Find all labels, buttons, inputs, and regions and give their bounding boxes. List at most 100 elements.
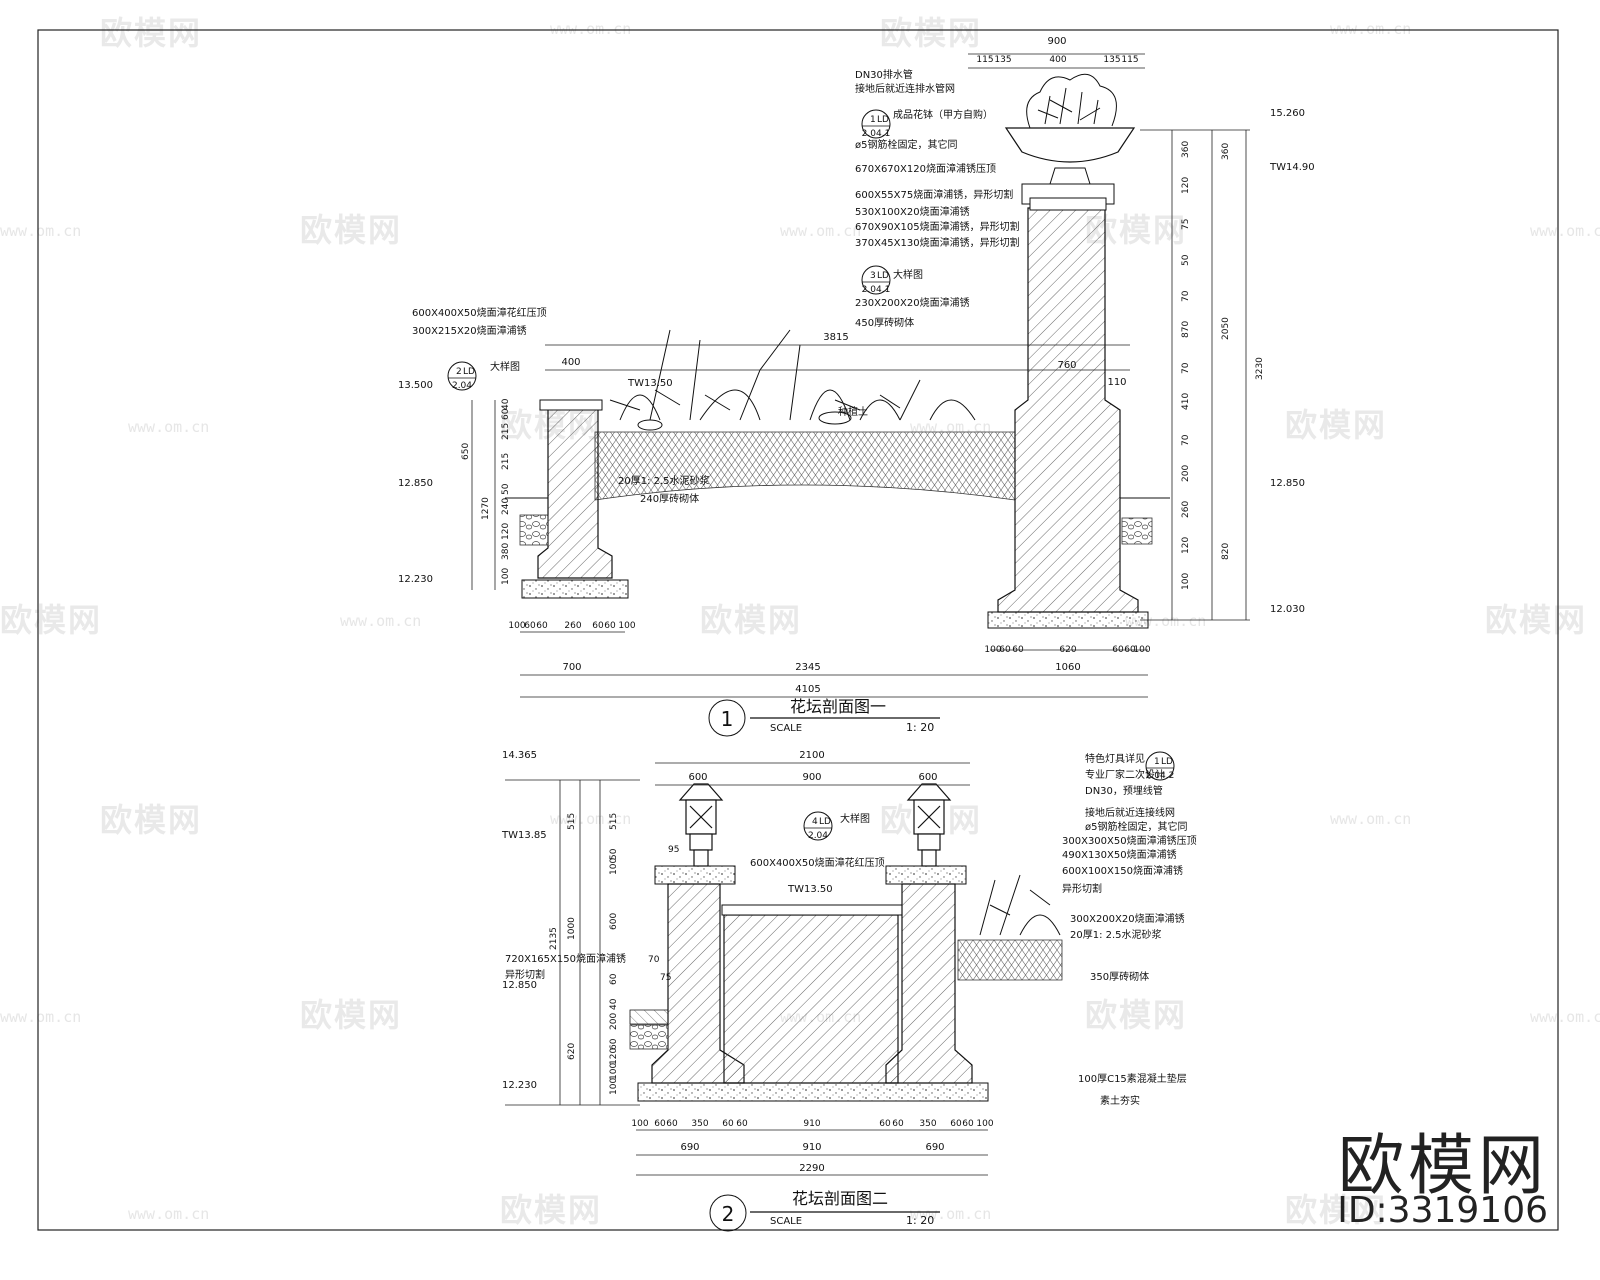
section2-dim-left: 60 [609,1038,619,1050]
section2-dim-small: 75 [660,973,671,983]
section1-callout-1-ld: LD [877,115,889,125]
section2-dim-bottom-b: 690 [925,1142,944,1153]
right-gravel [1121,517,1153,545]
section2-dim-top: 600 [918,772,937,783]
watermark-logo: 欧模网 [0,601,103,639]
section2-dim-left-total: 620 [567,1043,577,1060]
section1-label: 大样图 [490,360,520,373]
section2-dim-bottom: 60 [879,1119,891,1129]
section1-elevation: 15.260 [1270,108,1305,119]
section2-label: 素土夯实 [1100,1094,1140,1107]
section1-dim-right: 120 [1181,537,1191,554]
section1-dim-top: 115 [1121,55,1138,65]
watermark-url: www.om.cn [128,1205,210,1223]
section1-elevation: 12.850 [1270,478,1305,489]
section2-label: 大样图 [840,812,870,825]
section1-dim-right: 870 [1181,321,1191,338]
section1-dim-left: 50 [501,483,511,495]
section1-dim-bottom: 60 [592,621,604,631]
section1-dimension-lines [471,53,1250,698]
watermark-url: www.om.cn [550,20,632,38]
section1-dim-bottom: 60 [604,621,616,631]
section2-label: DN30，预埋线管 [1085,784,1163,797]
section1-dim-bottom-b: 2345 [795,662,820,673]
section1-label: 530X100X20烧面漳浦锈 [855,205,970,218]
section1-dim-right-total: 3230 [1255,357,1265,380]
section1-callout-3 [861,265,891,295]
watermark-url: www.om.cn [550,810,632,828]
section1-dim-left-total: 1270 [481,497,491,520]
section1-dim-mid: 3815 [823,332,848,343]
section1-label: 670X90X105烧面漳浦锈，异形切割 [855,220,1020,233]
section2-dim-bottom: 910 [803,1119,820,1129]
watermark-url: www.om.cn [1530,1008,1600,1026]
section2-dim-bottom: 60 [736,1119,748,1129]
section2-dim-top: 600 [688,772,707,783]
section1-dim-bottom: 60 [536,621,548,631]
section1-dim-bottom: 100 [1133,645,1150,655]
section2-dim-bottom: 100 [976,1119,993,1129]
section2-dim-bottom: 60 [722,1119,734,1129]
lamp-left [678,783,724,867]
section2-label: 300X300X50烧面漳浦锈压顶 [1062,834,1197,847]
section1-elevation: 12.230 [398,574,433,585]
watermark-url: www.om.cn [1330,20,1412,38]
section1-dim-bottom: 100 [618,621,635,631]
section2-title: 花坛剖面图二 [792,1189,888,1208]
section1-dim-top: 900 [1047,36,1066,47]
section1-label: 大样图 [893,268,923,281]
left-wall-cap [539,399,603,411]
section1-dim-right: 70 [1181,434,1191,446]
section2-dim-bottom: 60 [654,1119,666,1129]
section1-dim-right-total: 360 [1221,143,1231,160]
section2-dim-top: 2100 [799,750,824,761]
s2-center-wall [723,914,899,1084]
watermark-logo: 欧模网 [500,1191,603,1229]
section2-label: 490X130X50烧面漳浦锈 [1062,848,1177,861]
section1-dim-bottom: 100 [984,645,1001,655]
section1-dim-bottom-b: 1060 [1055,662,1080,673]
section2-elevation: 14.365 [502,750,537,761]
section1-dim-mid: 760 [1057,360,1076,371]
section2-dim-left: 515 [609,813,619,830]
section2-label: 720X165X150烧面漳浦锈 [505,952,626,965]
watermark-url: www.om.cn [340,612,422,630]
watermark-logo: 欧模网 [100,801,203,839]
section2-callout-4-sheet: 2.04 [808,831,828,841]
section2-callout-1-num: 1 [1154,757,1160,767]
section1-dim-right: 100 [1181,573,1191,590]
watermark-logo: 欧模网 [700,601,803,639]
section1-dim-left: 120 [501,523,511,540]
section2-elevation: TW13.50 [787,884,833,895]
section1-dim-right-total: 820 [1221,543,1231,560]
section2-number: 2 [722,1202,735,1226]
section2-label: 专业厂家二次设计 [1085,768,1165,781]
lamp-right [906,783,952,867]
right-pillar [997,207,1139,613]
section2-label: 20厚1: 2.5水泥砂浆 [1070,928,1162,941]
left-gravel [519,514,549,546]
section2-dim-bottom: 100 [631,1119,648,1129]
section1-label: 300X215X20烧面漳浦锈 [412,324,527,337]
section1-dim-top: 115 [976,55,993,65]
section1-label: ø5钢筋栓固定，其它同 [855,138,957,151]
section1-callout-3-sheet: 2.04.1 [862,285,891,295]
section1-callout-2-sheet: 2.04 [452,381,472,391]
watermark-logo: 欧模网 [1085,996,1188,1034]
watermark-logo: 欧模网 [300,996,403,1034]
section1-dim-bottom: 60 [1124,645,1136,655]
section1-label: 230X200X20烧面漳浦锈 [855,296,970,309]
brand-logo-text: 欧模网 [1338,1127,1548,1204]
section1-dim-top: 135 [1103,55,1120,65]
watermark-url: www.om.cn [1330,810,1412,828]
section2-dim-bottom: 60 [962,1119,974,1129]
section1-dim-left: 215 [501,423,511,440]
section1-number: 1 [721,707,734,731]
section2-dim-left-total: 515 [567,813,577,830]
section2-label: 600X100X150烧面漳浦锈 [1062,864,1183,877]
section1-dim-right: 50 [1181,254,1191,266]
flower-pot [1004,127,1136,163]
section1-dim-bottom-b: 700 [562,662,581,673]
section1-dim-left: 40 [501,398,511,410]
section2-dim-left: 120 [609,1048,619,1065]
